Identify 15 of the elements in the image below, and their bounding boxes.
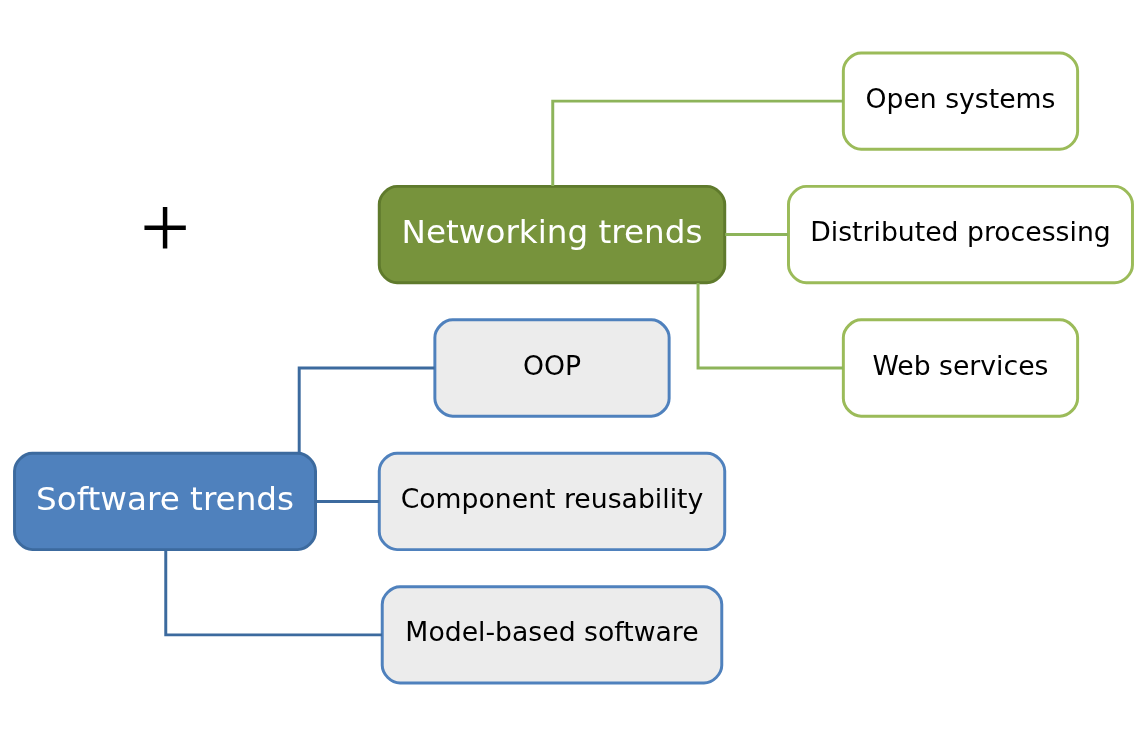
connector [551, 99, 844, 186]
node-box: Software trends [13, 451, 317, 552]
connector [315, 499, 380, 503]
node-box: Component reusability [377, 451, 727, 552]
node-box: OOP [433, 318, 671, 418]
node-box: Model-based software [380, 585, 724, 685]
connector [725, 233, 789, 237]
node-box: Networking trends [377, 184, 727, 285]
label: + [139, 177, 191, 276]
connector [696, 283, 844, 370]
connector [297, 366, 435, 453]
node-box: Open systems [841, 51, 1080, 151]
node-box: Distributed processing [787, 184, 1134, 285]
connector [164, 550, 383, 637]
node-box: Web services [841, 318, 1080, 418]
